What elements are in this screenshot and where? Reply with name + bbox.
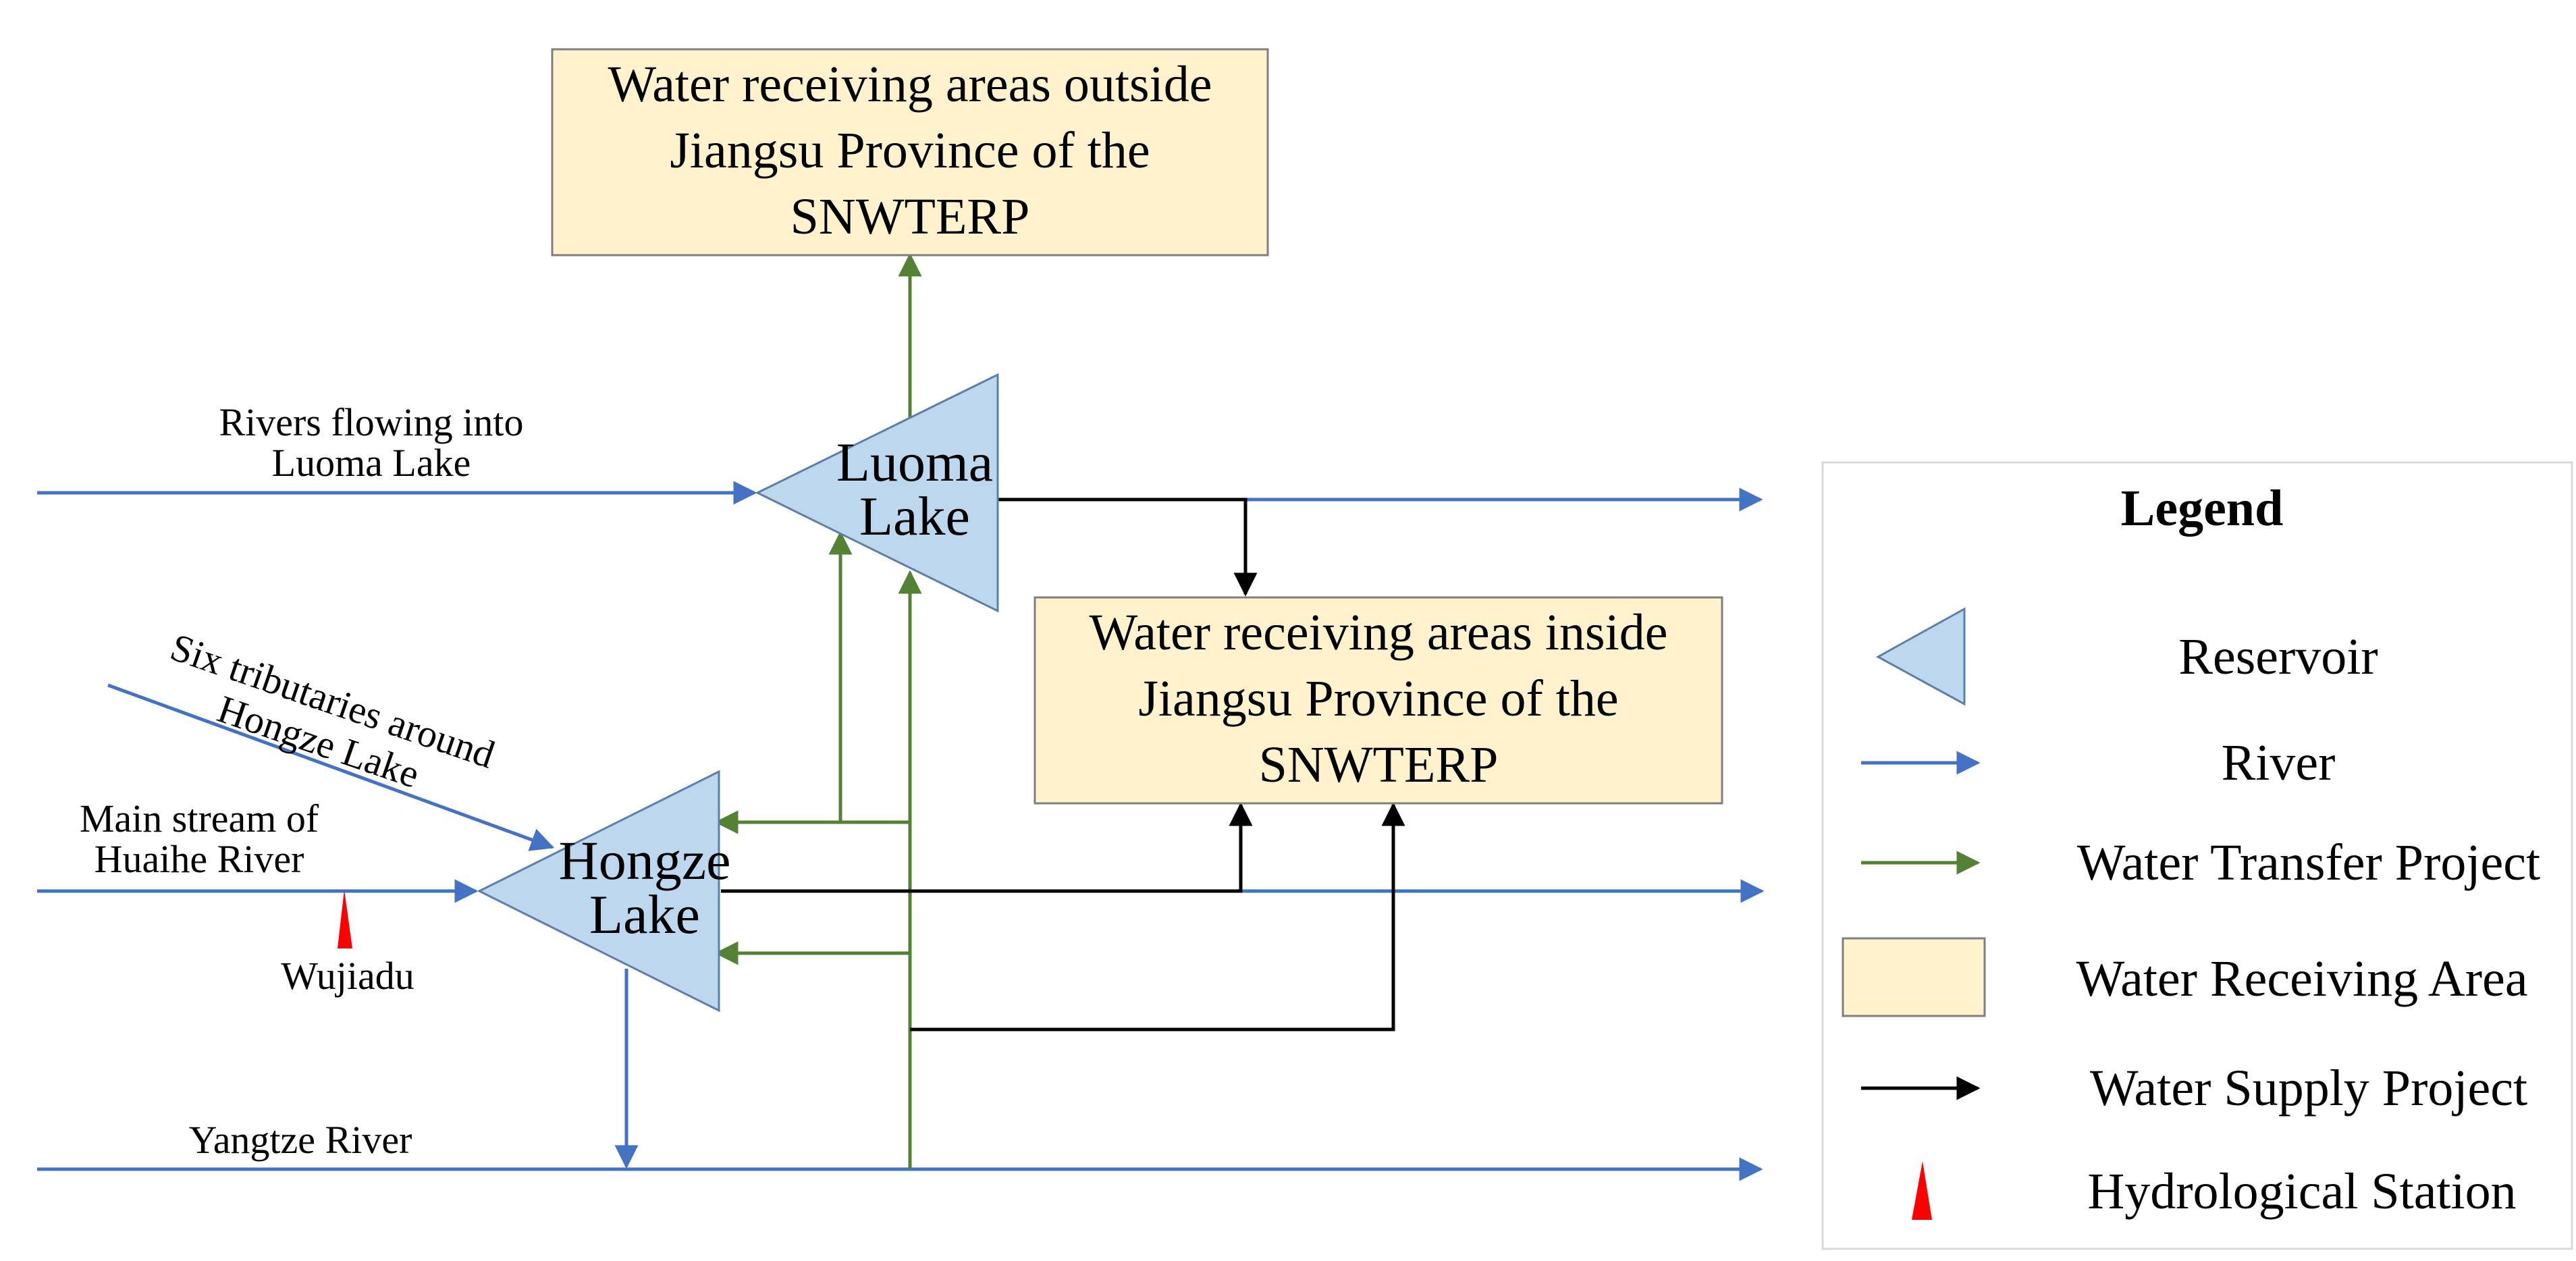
six-tributaries-line xyxy=(107,683,555,851)
luoma-lake-reservoir: Luoma Lake xyxy=(755,373,999,613)
outside-area-label-line3: SNWTERP xyxy=(790,188,1030,245)
legend-supply-label: Water Supply Project xyxy=(2090,1060,2527,1117)
outside-area-label-line2: Jiangsu Province of the xyxy=(670,122,1150,179)
supply-trunk-to-inside-line xyxy=(910,802,1405,1031)
inside-area-label-line3: SNWTERP xyxy=(1259,736,1499,793)
legend-reservoir-label: Reservoir xyxy=(2178,628,2378,685)
legend-station-icon xyxy=(1912,1161,1932,1220)
luoma-lake-label-line2: Lake xyxy=(859,485,970,547)
inside-area-box: Water receiving areas inside Jiangsu Pro… xyxy=(1034,596,1723,805)
wujiadu-label: Wujiadu xyxy=(281,954,414,998)
wujiadu-station-marker xyxy=(338,890,352,948)
rivers-into-luoma-label-line1: Rivers flowing into xyxy=(219,400,523,444)
transfer-lines xyxy=(714,252,922,1169)
hongze-lake-label-line2: Lake xyxy=(589,884,700,945)
supply-luoma-to-inside-line xyxy=(998,498,1258,597)
outside-area-label-line1: Water receiving areas outside xyxy=(608,56,1212,113)
legend-transfer-label: Water Transfer Project xyxy=(2077,834,2540,891)
legend-river-label: River xyxy=(2222,734,2336,791)
huaihe-label-line1: Main stream of xyxy=(80,797,319,840)
hongze-lake-label-line1: Hongze xyxy=(558,830,730,891)
legend-title: Legend xyxy=(2121,480,2284,537)
supply-lines xyxy=(721,498,1405,1031)
rivers-into-luoma-label-line2: Luoma Lake xyxy=(272,441,471,485)
inside-area-label-line2: Jiangsu Province of the xyxy=(1138,670,1618,727)
transfer-hongze-to-luoma-line xyxy=(721,531,853,824)
yangtze-label: Yangtze River xyxy=(189,1118,412,1162)
hongze-lake-reservoir: Hongze Lake xyxy=(477,770,731,1013)
inside-area-label-line1: Water receiving areas inside xyxy=(1090,604,1668,661)
legend-reservoir-icon xyxy=(1875,607,1966,706)
legend-area-label: Water Receiving Area xyxy=(2076,950,2527,1007)
huaihe-label-line2: Huaihe River xyxy=(95,837,304,881)
luoma-lake-label-line1: Luoma xyxy=(836,431,993,493)
legend: Legend Reservoir River Water Transfer Pr… xyxy=(1821,461,2573,1250)
supply-hongze-to-inside-line xyxy=(721,802,1253,893)
legend-station-label: Hydrological Station xyxy=(2087,1163,2516,1220)
legend-frame xyxy=(1821,461,2573,1250)
outside-area-box: Water receiving areas outside Jiangsu Pr… xyxy=(551,48,1269,257)
legend-area-icon xyxy=(1842,937,1986,1017)
